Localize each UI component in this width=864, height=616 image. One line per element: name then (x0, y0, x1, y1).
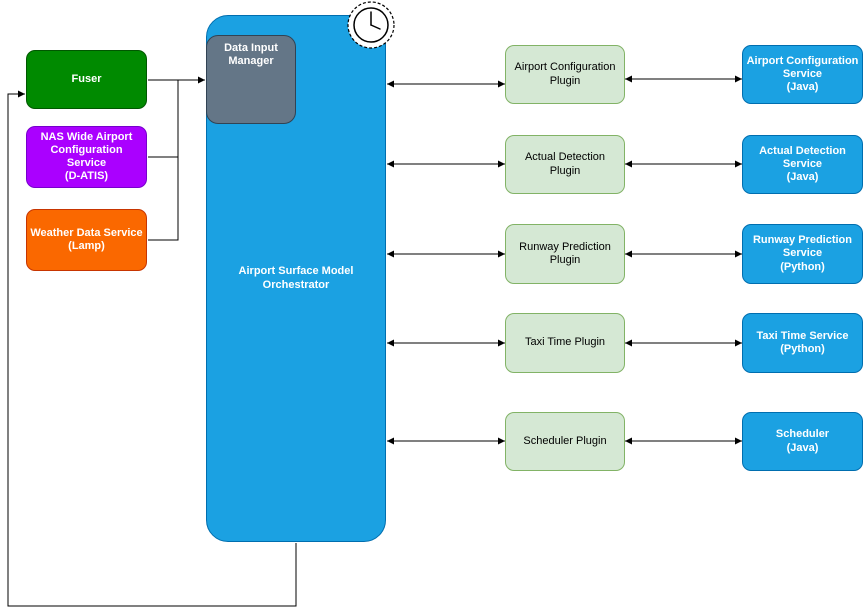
plugin-label: Scheduler Plugin (523, 434, 607, 447)
service-airport-configuration: Airport Configuration Service (Java) (742, 45, 863, 104)
service-label: Airport Configuration Service (Java) (746, 54, 859, 94)
data-input-manager-label: Data Input Manager (224, 42, 278, 68)
nas-airport-config-box: NAS Wide Airport Configuration Service (… (26, 126, 147, 188)
weather-data-service-box: Weather Data Service (Lamp) (26, 209, 147, 271)
fuser-box: Fuser (26, 50, 147, 109)
plugin-label: Runway Prediction Plugin (519, 240, 611, 266)
nas-connector (148, 80, 179, 158)
service-label: Actual Detection Service (Java) (759, 144, 846, 184)
service-label: Scheduler (Java) (775, 428, 830, 454)
orchestrator-label: Airport Surface Model Orchestrator (238, 265, 354, 291)
plugin-label: Actual Detection Plugin (524, 151, 606, 177)
plugin-taxi-time: Taxi Time Plugin (505, 313, 625, 373)
service-taxi-time: Taxi Time Service (Python) (742, 313, 863, 373)
plugin-label: Taxi Time Plugin (524, 336, 606, 349)
service-runway-prediction: Runway Prediction Service (Python) (742, 224, 863, 284)
data-input-manager-box: Data Input Manager (206, 35, 296, 124)
plugin-scheduler: Scheduler Plugin (505, 412, 625, 471)
fuser-label: Fuser (71, 72, 102, 85)
clock-icon (347, 1, 395, 49)
orchestrator-box: Airport Surface Model Orchestrator (206, 15, 386, 542)
plugin-airport-configuration: Airport Configuration Plugin (505, 45, 625, 104)
weather-data-service-label: Weather Data Service (Lamp) (30, 226, 143, 252)
plugin-label: Airport Configuration Plugin (514, 61, 616, 87)
nas-airport-config-label: NAS Wide Airport Configuration Service (… (40, 130, 133, 183)
service-actual-detection: Actual Detection Service (Java) (742, 135, 863, 194)
service-label: Taxi Time Service (Python) (756, 329, 849, 355)
plugin-actual-detection: Actual Detection Plugin (505, 135, 625, 194)
service-scheduler: Scheduler (Java) (742, 412, 863, 471)
plugin-runway-prediction: Runway Prediction Plugin (505, 224, 625, 284)
weather-connector (148, 157, 179, 241)
feedback-connector (7, 90, 297, 607)
service-label: Runway Prediction Service (Python) (752, 234, 853, 273)
